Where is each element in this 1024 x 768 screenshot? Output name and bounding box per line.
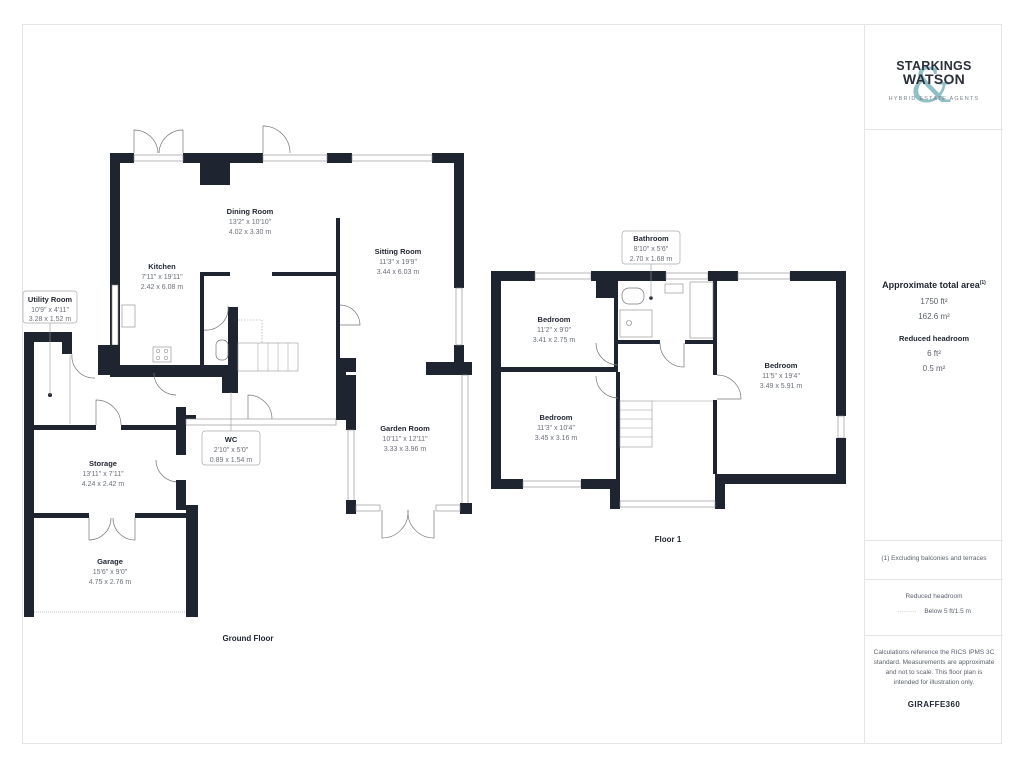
svg-text:3.44 x 6.03 m: 3.44 x 6.03 m [377,269,420,276]
divider [865,579,1003,580]
svg-text:Storage: Storage [89,459,117,468]
reduced-sqft: 6 ft² [927,349,941,358]
svg-text:7'11" x 19'11": 7'11" x 19'11" [141,274,183,281]
room-label-bedroom-1: Bedroom 11'2" x 9'0" 3.41 x 2.75 m [533,315,576,344]
legend-row: ········· Below 5 ft/1.5 m [865,607,1003,617]
svg-text:Garden Room: Garden Room [380,424,430,433]
svg-text:4.24 x 2.42 m: 4.24 x 2.42 m [82,481,125,488]
room-label-sitting-room: Sitting Room 11'3" x 19'9" 3.44 x 6.03 m [375,247,422,276]
svg-text:4.02 x 3.30 m: 4.02 x 3.30 m [229,229,272,236]
logo-ampersand: & [910,58,953,114]
svg-text:10'11" x 12'11": 10'11" x 12'11" [382,436,428,443]
legend-title: Reduced headroom [905,593,963,600]
floor-label-ground: Ground Floor [222,634,273,643]
logo-tagline: HYBRID ESTATE AGENTS [888,96,980,102]
room-label-wc: WC 2'10" x 5'0" 0.89 x 1.54 m [201,392,261,466]
room-label-garden-room: Garden Room 10'11" x 12'11" 3.33 x 3.96 … [380,424,430,453]
svg-text:3.45 x 3.16 m: 3.45 x 3.16 m [535,435,578,442]
dotted-line-icon: ········· [897,608,917,615]
svg-text:13'2" x 10'10": 13'2" x 10'10" [229,219,272,226]
svg-text:0.89 x 1.54 m: 0.89 x 1.54 m [210,457,253,464]
area-summary: Approximate total area(1) 1750 ft² 162.6… [865,280,1003,376]
svg-text:3.49 x 5.91 m: 3.49 x 5.91 m [760,383,803,390]
room-label-bedroom-3: Bedroom 11'5" x 19'4" 3.49 x 5.91 m [760,361,803,390]
footnote: (1) Excluding balconies and terraces [865,554,1003,564]
svg-text:Utility Room: Utility Room [28,295,72,304]
svg-text:Bedroom: Bedroom [538,315,571,324]
svg-text:11'5" x 19'4": 11'5" x 19'4" [762,373,800,380]
divider [865,540,1003,541]
svg-text:8'10" x 5'6": 8'10" x 5'6" [634,246,669,253]
svg-text:Garage: Garage [97,557,123,566]
svg-text:13'11" x 7'11": 13'11" x 7'11" [82,471,124,478]
room-label-bedroom-2: Bedroom 11'3" x 10'4" 3.45 x 3.16 m [535,413,578,442]
svg-text:11'3" x 10'4": 11'3" x 10'4" [537,425,575,432]
room-label-utility-room: Utility Room 10'9" x 4'11" 3.28 x 1.52 m [22,290,78,324]
disclaimer: Calculations reference the RICS IPMS 3C … [865,648,1003,709]
logo-line-1: STARKINGS [896,59,972,73]
legend-text: Below 5 ft/1.5 m [924,608,971,615]
svg-text:4.75 x 2.76 m: 4.75 x 2.76 m [89,579,132,586]
area-title: Approximate total area(1) [882,280,986,290]
room-label-garage: Garage 15'6" x 9'0" 4.75 x 2.76 m [89,557,132,586]
room-label-kitchen: Kitchen 7'11" x 19'11" 2.42 x 6.08 m [141,262,184,291]
legend: Reduced headroom ········· Below 5 ft/1.… [865,592,1003,617]
svg-text:Bedroom: Bedroom [540,413,573,422]
svg-text:Sitting Room: Sitting Room [375,247,422,256]
floor-1-plan: Bathroom 8'10" x 5'6" 2.70 x 1.68 m Bedr… [491,230,846,544]
room-label-dining-room: Dining Room 13'2" x 10'10" 4.02 x 3.30 m [227,207,274,236]
provider-logo: GIRAFFE360 [907,700,961,709]
divider [865,129,1003,130]
svg-text:Bedroom: Bedroom [765,361,798,370]
footnote-text: (1) Excluding balconies and terraces [881,555,987,562]
svg-text:11'2" x 9'0": 11'2" x 9'0" [537,327,571,334]
svg-text:15'6" x 9'0": 15'6" x 9'0" [93,569,128,576]
brand-logo: & STARKINGS WATSON HYBRID ESTATE AGENTS [865,48,1003,118]
divider [865,635,1003,636]
info-sidebar: & STARKINGS WATSON HYBRID ESTATE AGENTS … [864,24,1003,744]
area-sqft: 1750 ft² [920,297,948,306]
svg-text:2.42 x 6.08 m: 2.42 x 6.08 m [141,284,184,291]
area-sqm: 162.6 m² [918,312,950,321]
svg-text:3.28 x 1.52 m: 3.28 x 1.52 m [29,316,72,323]
svg-text:10'9" x 4'11": 10'9" x 4'11" [31,307,69,314]
room-label-bathroom: Bathroom 8'10" x 5'6" 2.70 x 1.68 m [621,230,681,298]
floor-label-first: Floor 1 [655,535,682,544]
svg-text:3.33 x 3.96 m: 3.33 x 3.96 m [384,446,427,453]
logo-line-2: WATSON [902,71,966,87]
svg-text:WC: WC [225,435,238,444]
reduced-sqm: 0.5 m² [922,364,946,373]
svg-text:Kitchen: Kitchen [148,262,176,271]
reduced-headroom-title: Reduced headroom [898,334,969,343]
svg-text:Bathroom: Bathroom [633,234,669,243]
room-label-storage: Storage 13'11" x 7'11" 4.24 x 2.42 m [82,459,125,488]
svg-text:2.70 x 1.68 m: 2.70 x 1.68 m [630,256,673,263]
svg-text:Dining Room: Dining Room [227,207,274,216]
ground-floor-plan: Dining Room 13'2" x 10'10" 4.02 x 3.30 m… [22,125,472,643]
svg-text:3.41 x 2.75 m: 3.41 x 2.75 m [533,337,576,344]
svg-text:11'3" x 19'9": 11'3" x 19'9" [379,259,417,266]
disclaimer-text: Calculations reference the RICS IPMS 3C … [873,649,995,686]
svg-text:2'10" x 5'0": 2'10" x 5'0" [214,447,249,454]
plan-frame [22,24,1002,744]
